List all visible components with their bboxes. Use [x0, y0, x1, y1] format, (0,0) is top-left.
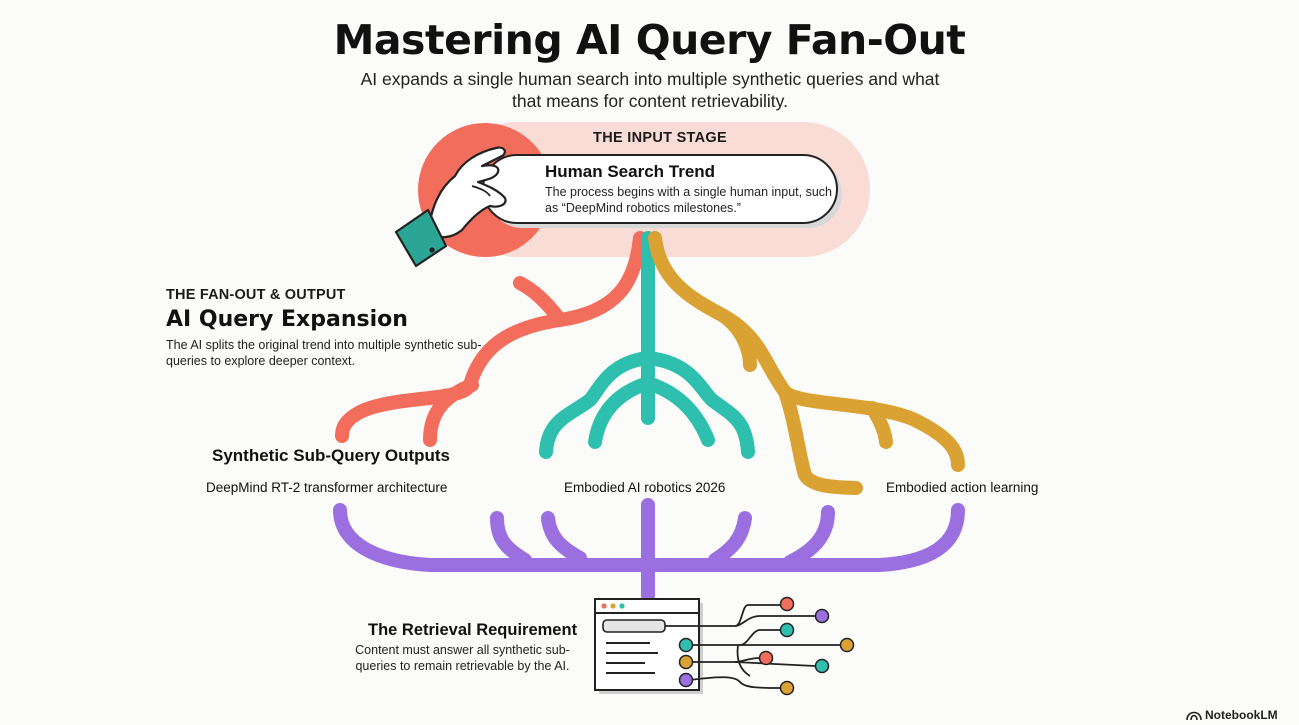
coral-branch — [335, 231, 647, 447]
retrieval-requirement-title: The Retrieval Requirement — [368, 621, 578, 639]
mustard-branch — [648, 231, 965, 495]
sub-query-label: Embodied action learning — [886, 480, 1039, 495]
page-subtitle: AI expands a single human search into mu… — [360, 69, 940, 111]
retrieval-requirement-description: Content must answer all synthetic sub-qu… — [355, 643, 570, 673]
notebooklm-logo-icon — [1186, 711, 1202, 721]
fan-out-label: THE FAN-OUT & OUTPUT — [166, 287, 346, 303]
input-stage-label: THE INPUT STAGE — [593, 130, 727, 146]
purple-convergence — [333, 498, 965, 602]
search-trend-card — [482, 154, 842, 228]
network-node-dots — [678, 596, 855, 696]
query-expansion-description: The AI splits the original trend into mu… — [166, 338, 482, 368]
sub-query-label: DeepMind RT-2 transformer architecture — [206, 480, 448, 495]
sub-query-outputs-title: Synthetic Sub-Query Outputs — [212, 446, 451, 465]
teal-branch — [539, 231, 755, 459]
query-expansion-title: AI Query Expansion — [166, 307, 408, 332]
search-trend-title: Human Search Trend — [545, 162, 716, 181]
brand-label: NotebookLM — [1205, 708, 1278, 722]
hand-icon — [394, 146, 507, 268]
sub-query-label: Embodied AI robotics 2026 — [564, 480, 726, 495]
page-title: Mastering AI Query Fan-Out — [333, 16, 966, 64]
search-trend-description: The process begins with a single human i… — [545, 185, 832, 215]
network-nodes-icon — [665, 604, 840, 689]
